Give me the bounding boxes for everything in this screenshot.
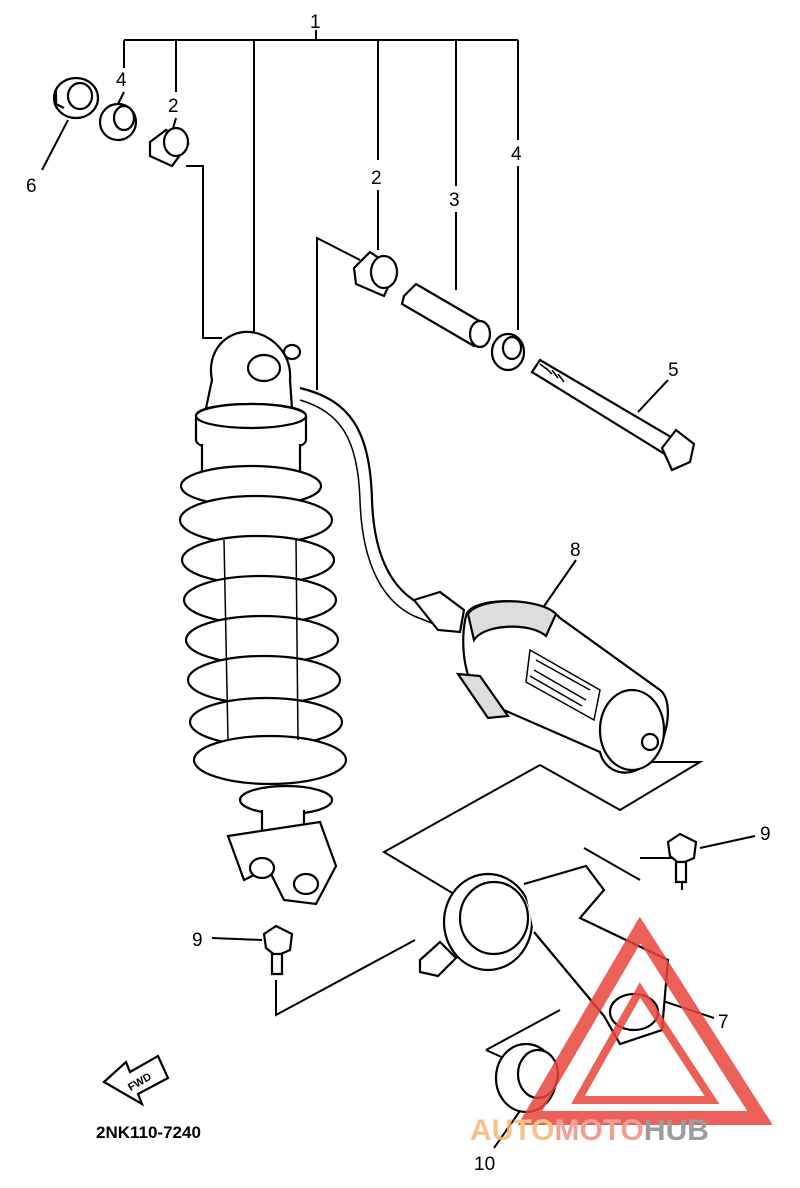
part-8-reservoir bbox=[455, 600, 669, 774]
watermark-part2: MOTO bbox=[554, 1114, 643, 1147]
callout-9-left: 9 bbox=[192, 930, 203, 951]
diagram-code: 2NK110-7240 bbox=[96, 1123, 201, 1142]
callout-10: 10 bbox=[474, 1154, 495, 1175]
callout-7: 7 bbox=[718, 1012, 729, 1033]
callout-3: 3 bbox=[449, 190, 460, 211]
part-1-shock-absorber bbox=[178, 330, 466, 906]
callout-2-left: 2 bbox=[168, 96, 179, 117]
watermark: AUTOMOTOHUB bbox=[470, 916, 773, 1147]
callout-4-left: 4 bbox=[116, 70, 127, 91]
callout-labels: 1 2 2 3 4 4 5 6 7 8 9 9 10 bbox=[26, 12, 771, 1175]
watermark-part3: HUB bbox=[644, 1114, 709, 1147]
part-5-bolt bbox=[530, 358, 696, 472]
watermark-part1: AUTO bbox=[470, 1114, 554, 1147]
part-4-collar-left bbox=[98, 102, 138, 142]
callout-6: 6 bbox=[26, 176, 37, 197]
part-9-bolt-left bbox=[262, 924, 294, 976]
svg-text:AUTOMOTOHUB: AUTOMOTOHUB bbox=[470, 1114, 709, 1147]
callout-2-right: 2 bbox=[371, 168, 382, 189]
part-9-bolt-right bbox=[666, 832, 698, 884]
part-2-bushing-right bbox=[352, 250, 399, 298]
callout-9-right: 9 bbox=[760, 824, 771, 845]
fwd-arrow: FWD bbox=[102, 1054, 170, 1107]
part-2-bushing-left bbox=[148, 126, 190, 168]
callout-5: 5 bbox=[668, 360, 679, 381]
part-4-collar-right bbox=[490, 332, 526, 372]
part-3-spacer bbox=[400, 282, 492, 349]
callout-8: 8 bbox=[570, 540, 581, 561]
part-6-cap bbox=[52, 76, 100, 120]
callout-4-right: 4 bbox=[511, 144, 522, 165]
callout-1: 1 bbox=[310, 12, 321, 33]
